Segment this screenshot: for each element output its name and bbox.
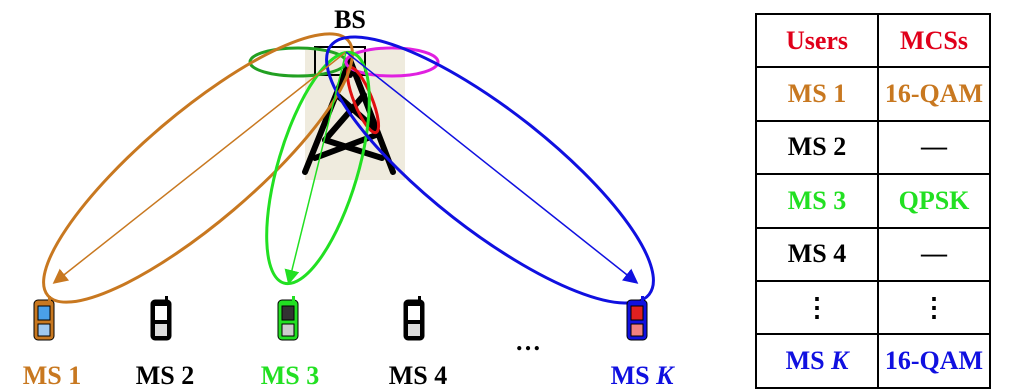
cell-mcs: — bbox=[877, 119, 991, 176]
phone-msk-icon bbox=[626, 296, 648, 341]
table-row: MS 3 QPSK bbox=[755, 173, 991, 229]
cell-user: MS K bbox=[755, 333, 879, 389]
table-row: MS 4 — bbox=[755, 226, 991, 282]
cell-mcs: ⋮ bbox=[877, 279, 991, 336]
header-users: Users bbox=[755, 12, 879, 69]
table-row: MS 1 16-QAM bbox=[755, 66, 991, 122]
table-header-row: Users MCSs bbox=[755, 12, 991, 69]
side-lobe-magenta bbox=[344, 46, 440, 78]
cell-user: ⋮ bbox=[755, 279, 879, 336]
bs-label: BS bbox=[334, 5, 366, 34]
header-mcs: MCSs bbox=[877, 12, 991, 69]
phone-ms3-icon bbox=[277, 296, 299, 341]
cell-mcs: 16-QAM bbox=[877, 66, 991, 122]
cell-user: MS 1 bbox=[755, 66, 879, 122]
mcs-table: Users MCSs MS 1 16-QAM MS 2 — MS 3 QPSK … bbox=[755, 12, 991, 389]
beam-ms1 bbox=[42, 32, 354, 304]
table-row: ⋮ ⋮ bbox=[755, 279, 991, 336]
cell-mcs: — bbox=[877, 226, 991, 282]
network-diagram: BS bbox=[23, 5, 676, 389]
phone-ms4-icon bbox=[403, 296, 425, 341]
cell-user: MS 3 bbox=[755, 173, 879, 229]
label-ms3: MS 3 bbox=[261, 361, 320, 389]
arrow-ms1 bbox=[52, 51, 347, 284]
cell-user-k: K bbox=[831, 346, 849, 376]
label-msk: MS K bbox=[611, 361, 676, 389]
arrow-msk bbox=[345, 51, 639, 284]
label-ms2: MS 2 bbox=[136, 361, 195, 389]
table-row: MS 2 — bbox=[755, 119, 991, 176]
phone-ms1-icon bbox=[33, 296, 55, 341]
arrow-ms3 bbox=[284, 51, 347, 285]
label-msk-prefix: MS bbox=[611, 361, 657, 389]
cell-mcs: 16-QAM bbox=[877, 333, 991, 389]
table-row: MS K 16-QAM bbox=[755, 333, 991, 389]
cell-user-prefix: MS bbox=[785, 346, 832, 376]
beam-msk bbox=[325, 35, 655, 305]
cell-mcs: QPSK bbox=[877, 173, 991, 229]
more-users-ellipsis: … bbox=[515, 327, 541, 356]
label-ms4: MS 4 bbox=[389, 361, 448, 389]
phone-ms2-icon bbox=[150, 296, 172, 341]
cell-user: MS 4 bbox=[755, 226, 879, 282]
cell-user: MS 2 bbox=[755, 119, 879, 176]
label-ms1: MS 1 bbox=[23, 361, 82, 389]
label-msk-k: K bbox=[655, 361, 675, 389]
beam-ms3 bbox=[265, 50, 371, 286]
